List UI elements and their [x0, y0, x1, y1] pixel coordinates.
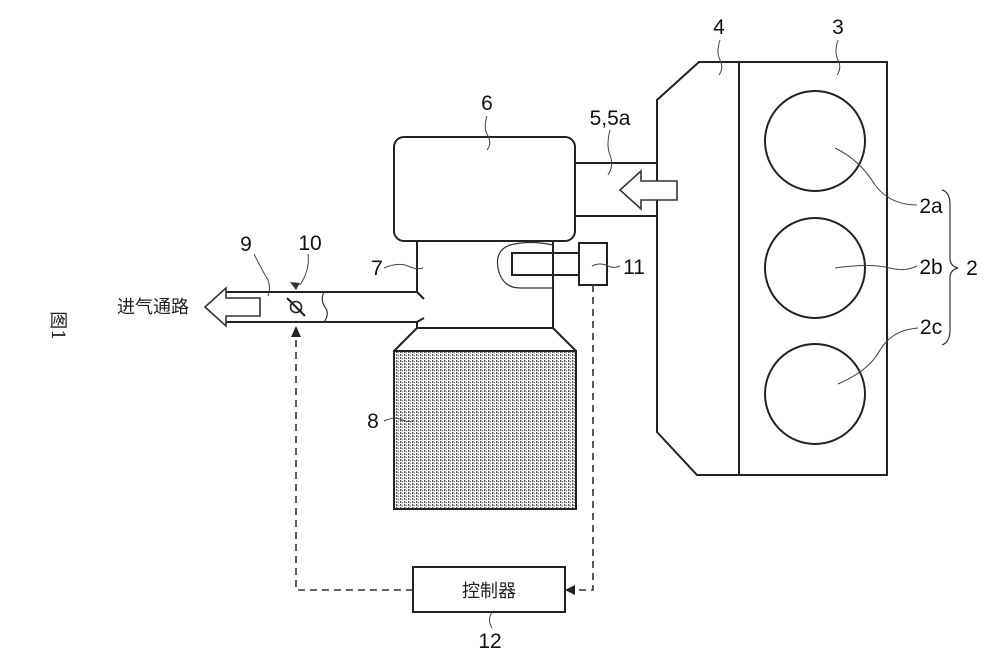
- cylinder-2b: [764, 217, 866, 319]
- label-9: 9: [240, 233, 252, 256]
- label-2a: 2a: [919, 195, 943, 218]
- label-2: 2: [966, 257, 978, 280]
- cylinder-2c: [764, 343, 866, 445]
- leader-lines: [253, 39, 919, 629]
- label-7: 7: [371, 257, 383, 280]
- label-8: 8: [367, 410, 379, 433]
- signal-lines: [291, 285, 594, 595]
- arrowhead-icon: [565, 585, 575, 595]
- brace-icon: [941, 189, 959, 346]
- engine-block: [738, 61, 888, 476]
- figure-caption: 图1: [47, 311, 68, 340]
- intake-passage-label: 进气通路: [117, 297, 189, 318]
- flow-arrow-icon: [618, 169, 678, 211]
- label-4: 4: [713, 16, 725, 39]
- outlet-arrow-icon: [203, 286, 261, 328]
- intake-pipe: [222, 291, 417, 323]
- filter-element: [393, 350, 577, 510]
- housing: [393, 241, 577, 352]
- controller-text: 控制器: [462, 581, 516, 602]
- cylinder-2a: [764, 90, 866, 192]
- intake-duct: [575, 162, 657, 217]
- chamber: [393, 136, 576, 242]
- label-10: 10: [298, 232, 321, 255]
- label-2c: 2c: [920, 316, 942, 339]
- sensor: [496, 241, 608, 289]
- label-6: 6: [481, 92, 493, 115]
- controller: 控制器: [412, 566, 566, 613]
- intake-manifold: [656, 61, 739, 476]
- label-11: 11: [623, 256, 645, 279]
- leader-arrowhead-icon: [290, 282, 300, 290]
- throttle-valve: [286, 297, 306, 317]
- label-12: 12: [478, 630, 501, 653]
- label-3: 3: [832, 16, 844, 39]
- label-2b: 2b: [919, 256, 942, 279]
- arrowhead-icon: [291, 326, 301, 337]
- label-5: 5,5a: [590, 107, 631, 130]
